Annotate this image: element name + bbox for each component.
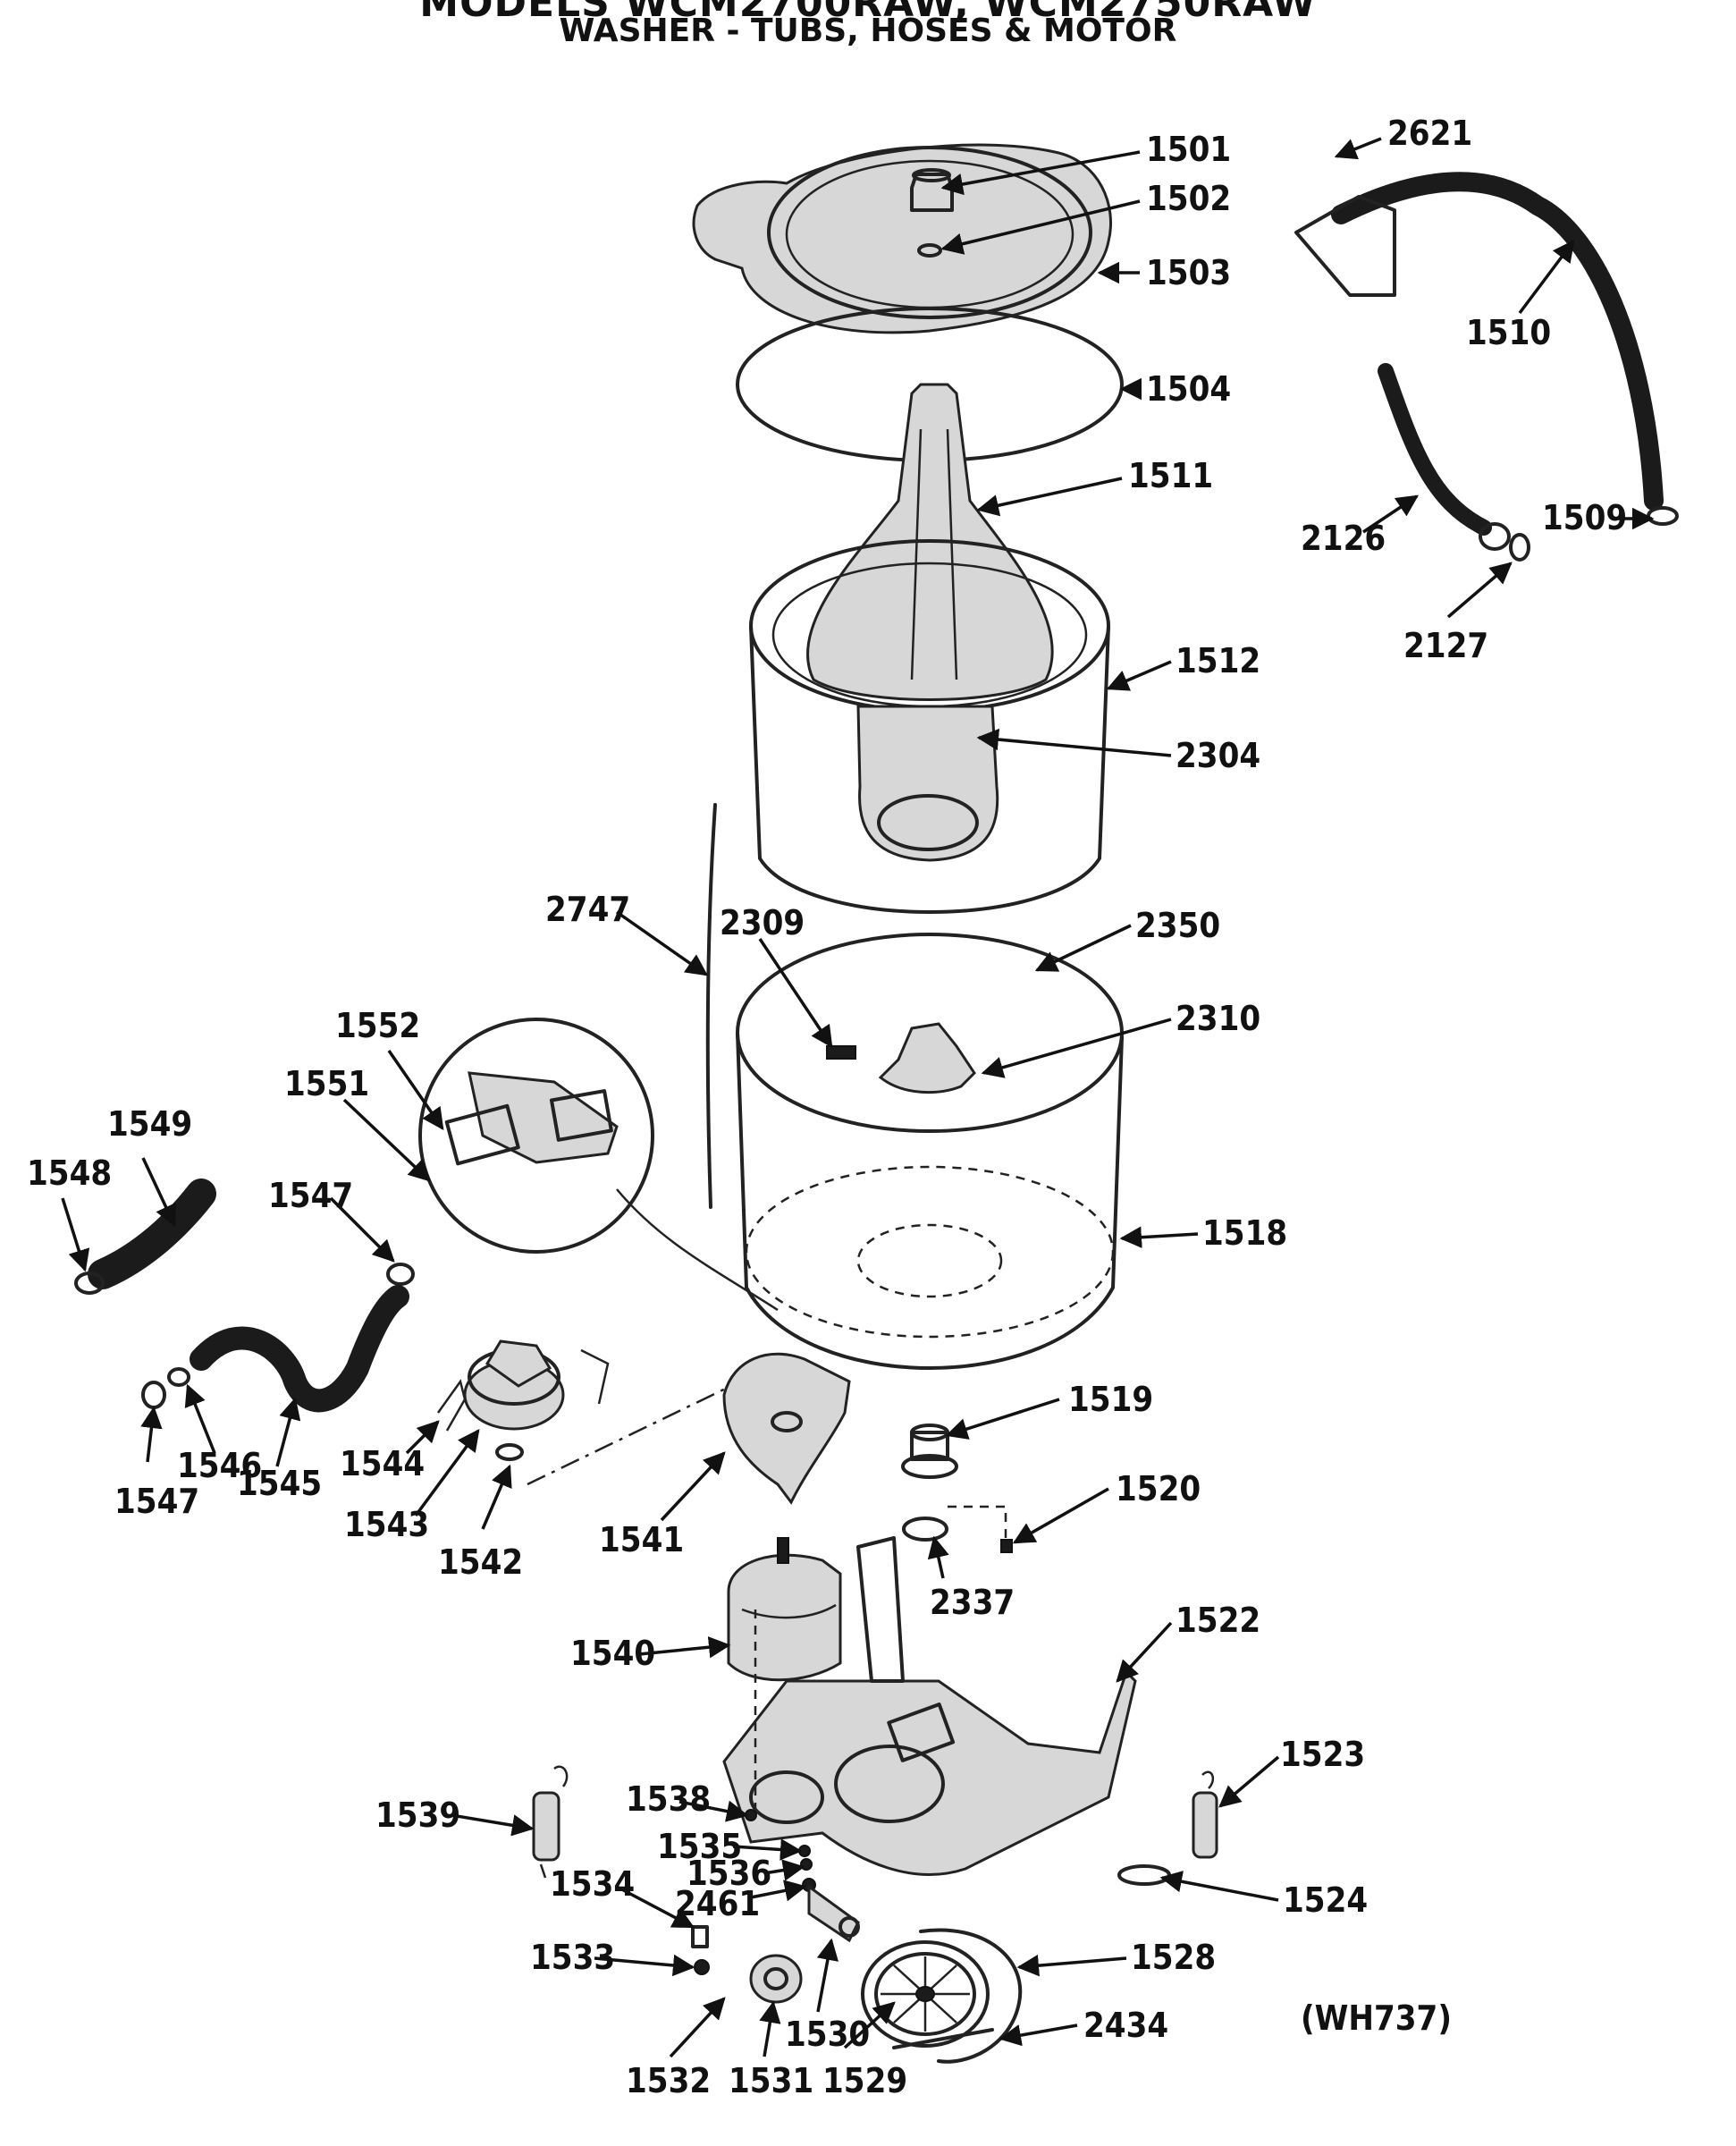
callout-2309: 2309 <box>720 903 805 942</box>
callout-1530: 1530 <box>785 2015 870 2054</box>
diagram-subtitle: WASHER - TUBS, HOSES & MOTOR <box>559 13 1177 49</box>
hose-coupling-part <box>1479 522 1511 551</box>
callout-1511: 1511 <box>1128 456 1213 495</box>
callout-1542: 1542 <box>438 1542 523 1582</box>
drain-hose-part <box>190 1285 409 1413</box>
callout-1543: 1543 <box>344 1505 429 1544</box>
callout-1518: 1518 <box>1202 1213 1287 1253</box>
callout-1547-a: 1547 <box>268 1176 353 1215</box>
callout-2304: 2304 <box>1176 736 1260 775</box>
callout-1547-b: 1547 <box>114 1482 199 1521</box>
callout-1544: 1544 <box>340 1444 425 1483</box>
motor-cover-part <box>722 1352 851 1505</box>
hose-bracket-part <box>1294 195 1396 297</box>
left-spring-part <box>532 1765 569 1879</box>
link-part <box>1117 1864 1171 1886</box>
callout-1551: 1551 <box>284 1064 369 1103</box>
callout-1522: 1522 <box>1176 1601 1260 1640</box>
callout-1510: 1510 <box>1466 313 1551 352</box>
callout-1519: 1519 <box>1068 1380 1153 1419</box>
callout-1549: 1549 <box>107 1104 192 1144</box>
callout-1501: 1501 <box>1146 130 1231 169</box>
callout-1528: 1528 <box>1131 1938 1216 1977</box>
base-frame-part <box>722 1536 1137 1876</box>
hose-nut-part <box>1647 506 1679 526</box>
pressure-tube-part <box>705 803 717 1209</box>
pulleys-part <box>749 1928 1023 2064</box>
hose-washer-part <box>1509 533 1530 562</box>
callout-1541: 1541 <box>599 1520 684 1559</box>
callout-1504: 1504 <box>1146 369 1231 409</box>
fill-hose-part <box>1331 172 1664 511</box>
callout-1548: 1548 <box>27 1153 112 1193</box>
callout-2747: 2747 <box>545 890 630 929</box>
callout-1532: 1532 <box>626 2061 711 2100</box>
outer-tub-part <box>736 933 1124 1370</box>
callout-1545: 1545 <box>237 1464 322 1503</box>
right-spring-part <box>1192 1770 1218 1859</box>
leader-lines <box>61 137 1655 2058</box>
tub-cover-part <box>692 143 1112 334</box>
callout-2126: 2126 <box>1301 519 1386 558</box>
detail-circle <box>418 1018 779 1312</box>
callout-2310: 2310 <box>1176 999 1260 1038</box>
callout-1524: 1524 <box>1283 1880 1368 1920</box>
callout-2337: 2337 <box>930 1583 1015 1622</box>
callout-1533: 1533 <box>530 1938 615 1977</box>
callout-1538: 1538 <box>626 1779 711 1819</box>
callout-2434: 2434 <box>1083 2006 1168 2045</box>
callout-1503: 1503 <box>1146 253 1231 292</box>
callout-1546: 1546 <box>177 1446 262 1485</box>
callout-1535: 1535 <box>657 1827 742 1866</box>
motor-part <box>727 1537 842 1682</box>
callout-1540: 1540 <box>570 1634 655 1673</box>
callout-2127: 2127 <box>1403 626 1488 665</box>
callout-2461: 2461 <box>675 1884 760 1923</box>
diagram-code: (WH737) <box>1301 1998 1452 2038</box>
pump-part <box>436 1339 610 1461</box>
callout-1536: 1536 <box>687 1854 771 1893</box>
callout-2621: 2621 <box>1387 114 1472 153</box>
inlet-hose-part <box>1378 363 1492 536</box>
callout-1539: 1539 <box>375 1795 460 1835</box>
callout-1534: 1534 <box>550 1864 635 1904</box>
callout-1531: 1531 <box>729 2061 813 2100</box>
callout-labels: 1501 1502 1503 1504 1511 1512 2304 2621 … <box>27 114 1627 2100</box>
pump-hose-part <box>88 1179 216 1289</box>
callout-1502: 1502 <box>1146 179 1231 218</box>
switch-part <box>901 1424 1013 1553</box>
callout-1512: 1512 <box>1176 641 1260 680</box>
callout-2350: 2350 <box>1135 906 1220 945</box>
model-title: MODELS WCM2700RAW, WCM2750RAW <box>419 0 1317 26</box>
callout-1520: 1520 <box>1116 1469 1201 1508</box>
callout-1529: 1529 <box>822 2061 907 2100</box>
callout-1552: 1552 <box>335 1006 420 1045</box>
callout-1523: 1523 <box>1280 1735 1365 1774</box>
callout-1509: 1509 <box>1542 498 1627 537</box>
spin-basket-part <box>749 539 1110 914</box>
